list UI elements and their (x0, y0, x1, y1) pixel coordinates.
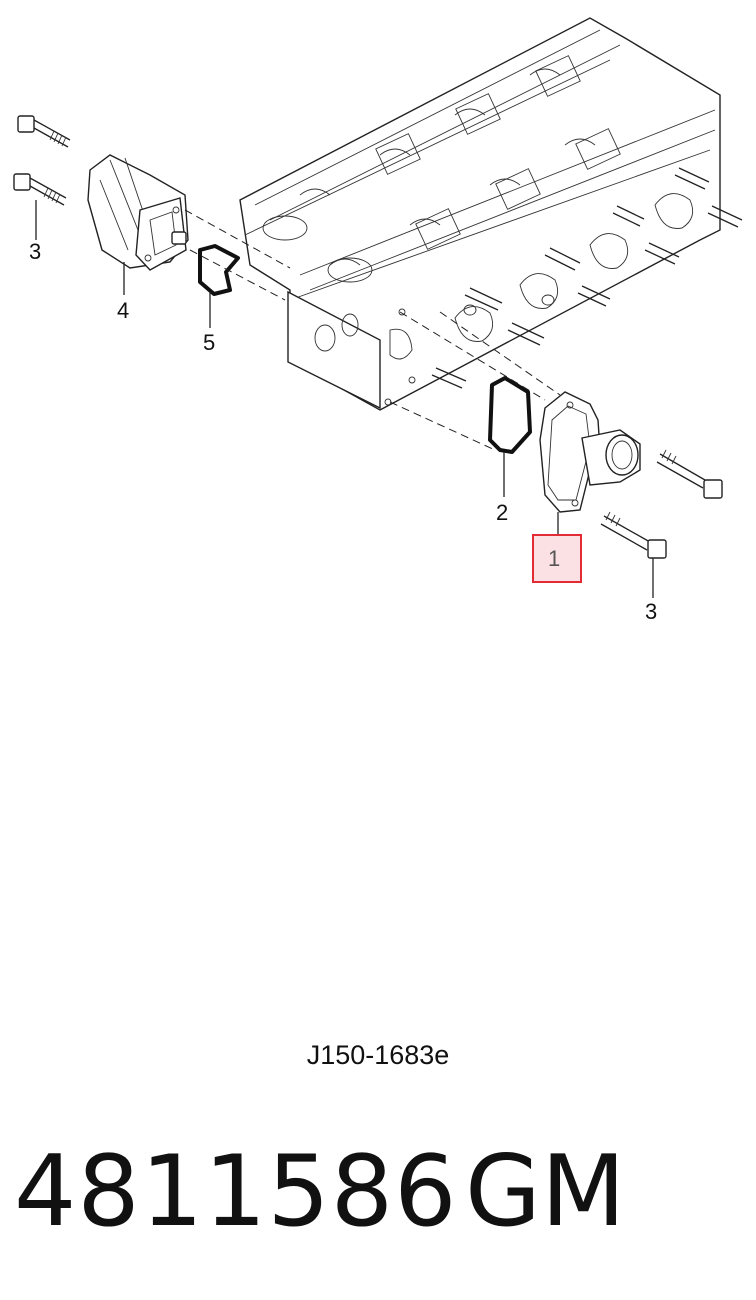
bolt-right-lower (600, 511, 667, 559)
bolt-top-left (17, 115, 71, 148)
callout-4: 4 (117, 298, 129, 323)
cylinder-head (239, 17, 743, 411)
gasket-right (488, 376, 532, 454)
thermostat-housing-left (87, 154, 189, 271)
callout-3-left: 3 (29, 239, 41, 264)
drawing-code: J150-1683e (306, 1040, 450, 1070)
callout-3-right: 3 (645, 599, 657, 624)
callout-5: 5 (203, 330, 215, 355)
brand-label: GM (465, 1135, 626, 1249)
exploded-parts-diagram: 3 4 5 2 3 (13, 17, 743, 624)
part-number: 4811586 (14, 1135, 458, 1249)
callout-1: 1 (548, 546, 560, 571)
bolt-right-upper (656, 449, 723, 499)
callout-2: 2 (496, 500, 508, 525)
bolt-mid-left (13, 173, 67, 206)
gasket-left (198, 244, 240, 296)
coolant-outlet-housing (539, 391, 641, 513)
highlighted-callout-box: 1 (532, 534, 582, 583)
